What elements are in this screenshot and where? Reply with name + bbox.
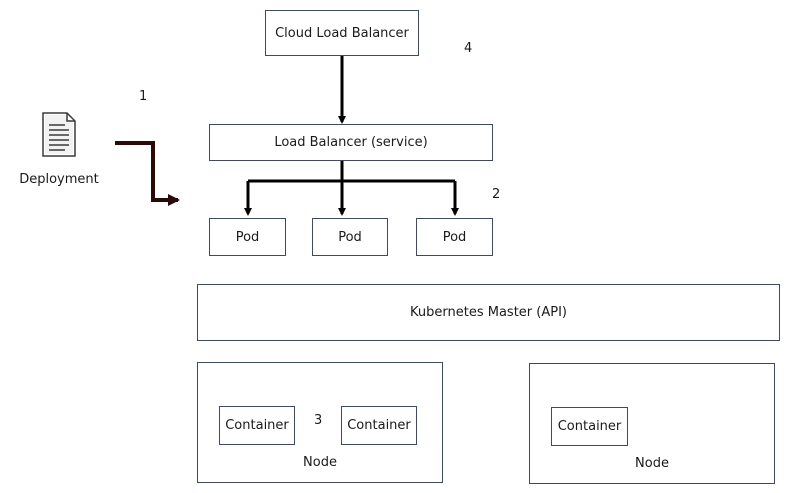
pod-box: Pod [416, 218, 493, 256]
arrow-deployment [115, 141, 180, 206]
cloud-load-balancer-label: Cloud Load Balancer [275, 25, 409, 41]
container-label: Container [225, 418, 289, 433]
pod-label: Pod [235, 229, 260, 245]
pod-box: Pod [209, 218, 286, 256]
deployment-label: Deployment [19, 172, 99, 187]
step-number-2: 2 [492, 187, 501, 202]
service-load-balancer-label: Load Balancer (service) [274, 135, 428, 150]
container-box: Container [341, 406, 417, 445]
cloud-load-balancer-box: Cloud Load Balancer [265, 10, 419, 56]
container-label: Container [347, 418, 411, 433]
step-number-1: 1 [139, 89, 148, 104]
kubernetes-master-label: Kubernetes Master (API) [410, 305, 567, 320]
container-box: Container [551, 407, 628, 446]
node-label: Node [635, 456, 669, 471]
pod-label: Pod [338, 229, 362, 245]
container-label: Container [557, 419, 622, 434]
node-label: Node [303, 455, 337, 470]
pod-box: Pod [312, 218, 388, 256]
step-number-3: 3 [314, 413, 323, 428]
container-box: Container [219, 406, 295, 445]
step-number-4: 4 [464, 41, 473, 56]
pod-label: Pod [442, 229, 467, 245]
service-load-balancer-box: Load Balancer (service) [209, 124, 493, 161]
kubernetes-master-box: Kubernetes Master (API) [197, 284, 780, 341]
document-icon [38, 110, 80, 160]
